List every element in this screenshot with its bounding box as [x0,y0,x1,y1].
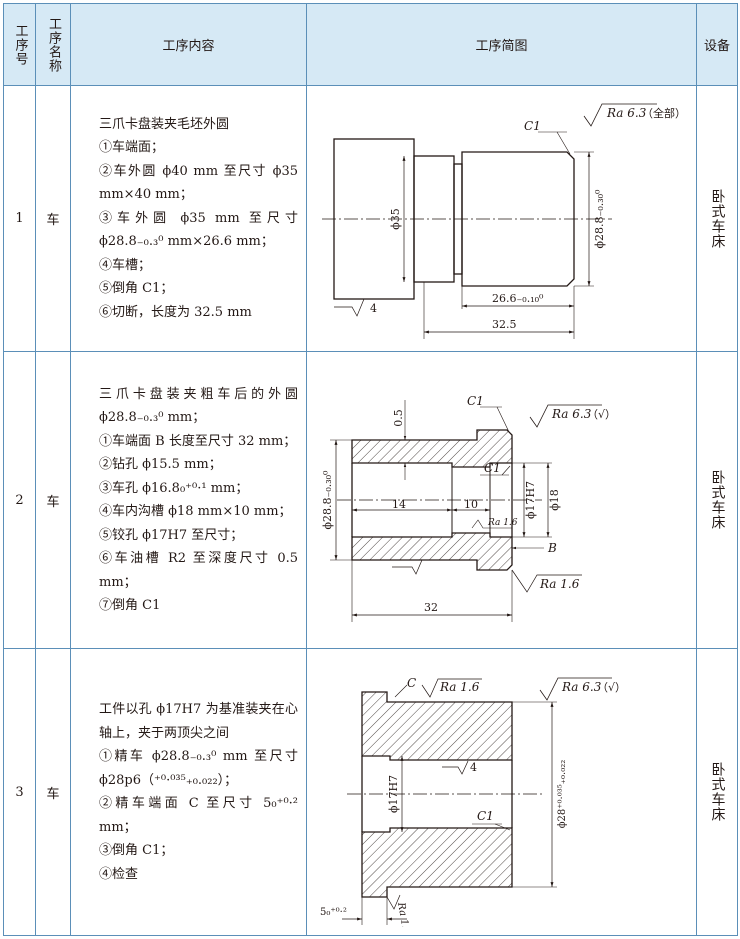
row-3-name: 车 [35,648,71,936]
sketch-2-drawing: Ra 6.3 （√） 0.5 [321,394,616,622]
row-3-step: 工件以孔 ϕ17H7 为基准装夹在心轴上，夹于两顶尖之间 [99,702,298,741]
sketch-3-ra-face-top: Ra 1.6 [439,680,480,694]
row-2-content: 三爪卡盘装夹粗车后的外圆 ϕ28.8₋₀.₃⁰ mm； ①车端面 B 长度至尺寸… [70,351,307,649]
row-3-step: ③倒角 C1； [99,843,174,858]
sketch-2-ra-bore: Ra 1.6 [487,518,518,528]
row-3-content: 工件以孔 ϕ17H7 为基准装夹在心轴上，夹于两顶尖之间 ①精车 ϕ28.8₋₀… [70,648,307,936]
sketch-2-dia-groove: ϕ18 [548,489,561,511]
row-1-step: ④车槽； [99,257,152,273]
process-table: 工序号 工序名称 工序内容 工序简图 设备 1 车 三爪卡盘装夹毛坯外圆 ①车端… [3,3,738,936]
sketch-3-face-label: C [407,676,416,690]
row-1-step: ③车外圆 ϕ35 mm 至尺寸 ϕ28.8₋₀.₃⁰ mm×26.6 mm； [99,210,298,250]
row-1-step: ⑤倒角 C1； [99,281,174,297]
row-2-step: 三爪卡盘装夹粗车后的外圆 ϕ28.8₋₀.₃⁰ mm； [99,386,298,426]
process-row-3: 3 车 工件以孔 ϕ17H7 为基准装夹在心轴上，夹于两顶尖之间 ①精车 ϕ28… [3,648,738,936]
sketch-3-len-face: 5₀⁺⁰·² [320,907,347,918]
sketch-2-dia-outer: ϕ28.8₋₀.₃₀⁰ [321,470,334,530]
row-1-step: 三爪卡盘装夹毛坯外圆 [99,116,230,132]
sketch-3-roughness-note: （√） [597,681,626,694]
row-1-sketch: ϕ35 ϕ28.8₋₀.₃₀⁰ C1 Ra 6.3 （全部） [306,85,697,352]
row-3-step: ②精车端面 C 至尺寸 5₀⁺⁰·² mm； [99,796,298,835]
row-2-no: 2 [3,351,36,649]
header-row: 工序号 工序名称 工序内容 工序简图 设备 [3,3,738,86]
sketch-2-chamfer-outer: C1 [467,394,484,408]
sketch-1-len-step: 26.6₋₀.₁₀⁰ [492,292,544,305]
sketch-1-roughness: Ra 6.3 [606,106,647,120]
row-1-step: ②车外圆 ϕ40 mm 至尺寸 ϕ35 mm×40 mm； [99,163,298,203]
row-1-step: ⑥切断，长度为 32.5 mm [99,304,252,320]
process-row-2: 2 车 三爪卡盘装夹粗车后的外圆 ϕ28.8₋₀.₃⁰ mm； ①车端面 B 长… [3,351,738,649]
sketch-3-chamfer: C1 [477,809,494,823]
sketch-3-dia-bore: ϕ17H7 [387,775,400,813]
row-2-step: ⑦倒角 C1 [99,598,161,613]
sketch-3-groove: 4 [470,761,477,774]
sketch-2-face-label: B [547,541,557,555]
row-2-step: ②钻孔 ϕ15.5 mm； [99,457,222,472]
process-row-1: 1 车 三爪卡盘装夹毛坯外圆 ①车端面； ②车外圆 ϕ40 mm 至尺寸 ϕ35… [3,85,738,352]
sketch-2-roughness-note: （√） [587,408,616,421]
header-step-no: 工序号 [3,3,36,86]
sketch-2-len-b: 10 [464,498,478,511]
sketch-2-len-a: 14 [392,498,406,511]
row-2-equipment: 卧式车床 [696,351,738,649]
sketch-1-len-total: 32.5 [492,318,517,331]
sketch-1-roughness-note: （全部） [642,106,686,120]
row-2-name: 车 [35,351,71,649]
row-2-step: ⑥车油槽 R2 至深度尺寸 0.5 mm； [99,551,298,590]
header-sketch: 工序简图 [306,3,697,86]
sketch-2-dia-bore: ϕ17H7 [524,481,537,519]
sketch-3-dia-outer: ϕ28⁺⁰·⁰³⁵₊₀.₀₂₂ [557,760,568,829]
sketch-1-drawing: ϕ35 ϕ28.8₋₀.₃₀⁰ C1 Ra 6.3 （全部） [321,103,686,339]
sketch-2-groove-depth: 0.5 [392,409,405,427]
row-1-name: 车 [35,85,71,352]
header-step-name: 工序名称 [35,3,71,86]
sketch-3-ra-face-bottom: Ra 1.6 [394,901,411,927]
row-2-step: ⑤铰孔 ϕ17H7 至尺寸； [99,527,244,543]
sketch-3-roughness: Ra 6.3 [561,680,602,694]
header-equipment: 设备 [696,3,738,86]
row-3-no: 3 [3,648,36,936]
row-1-equipment: 卧式车床 [696,85,738,352]
row-3-equipment: 卧式车床 [696,648,738,936]
row-2-step: ④车内沟槽 ϕ18 mm×10 mm； [99,504,292,519]
row-3-sketch: Ra 6.3 （√） C Ra 1.6 [306,648,697,936]
sketch-2-ra-face: Ra 1.6 [539,577,580,591]
row-1-step: ①车端面； [99,140,165,156]
row-3-step: ①精车 ϕ28.8₋₀.₃⁰ mm 至尺寸 ϕ28p6（⁺⁰·⁰³⁵₊₀.₀₂₂… [99,749,298,788]
sketch-2-roughness: Ra 6.3 [551,407,592,421]
sketch-1-chamfer: C1 [524,119,541,133]
sketch-2-chamfer-inner: C1 [484,461,501,475]
row-2-step: ①车端面 B 长度至尺寸 32 mm； [99,433,297,449]
row-1-no: 1 [3,85,36,352]
sketch-1-groove: 4 [370,302,377,315]
sketch-1-dia-big: ϕ35 [389,208,402,230]
row-1-content: 三爪卡盘装夹毛坯外圆 ①车端面； ②车外圆 ϕ40 mm 至尺寸 ϕ35 mm×… [70,85,307,352]
sketch-2-len-total: 32 [424,601,438,614]
row-2-sketch: Ra 6.3 （√） 0.5 [306,351,697,649]
sketch-3-drawing: Ra 6.3 （√） C Ra 1.6 [320,676,626,927]
row-3-step: ④检查 [99,866,139,882]
header-content: 工序内容 [70,3,307,86]
row-2-step: ③车孔 ϕ16.8₀⁺⁰·¹ mm； [99,480,249,496]
sketch-1-dia-small: ϕ28.8₋₀.₃₀⁰ [593,188,606,248]
